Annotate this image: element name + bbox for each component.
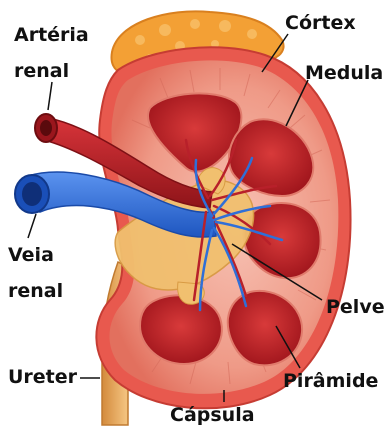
label-ureter: Ureter xyxy=(8,366,77,388)
label-medula: Medula xyxy=(305,62,383,84)
label-arteria-line1: Artéria xyxy=(14,24,89,46)
label-piramide: Pirâmide xyxy=(283,370,378,392)
label-arteria-line2: renal xyxy=(14,60,89,82)
label-arteria-renal: Artéria renal xyxy=(14,24,89,82)
label-capsula: Cápsula xyxy=(170,404,255,426)
label-veia-line2: renal xyxy=(8,280,63,302)
label-veia-renal: Veia renal xyxy=(8,244,63,302)
label-pelve: Pelve xyxy=(326,296,385,318)
label-veia-line1: Veia xyxy=(8,244,63,266)
label-cortex: Córtex xyxy=(285,12,356,34)
